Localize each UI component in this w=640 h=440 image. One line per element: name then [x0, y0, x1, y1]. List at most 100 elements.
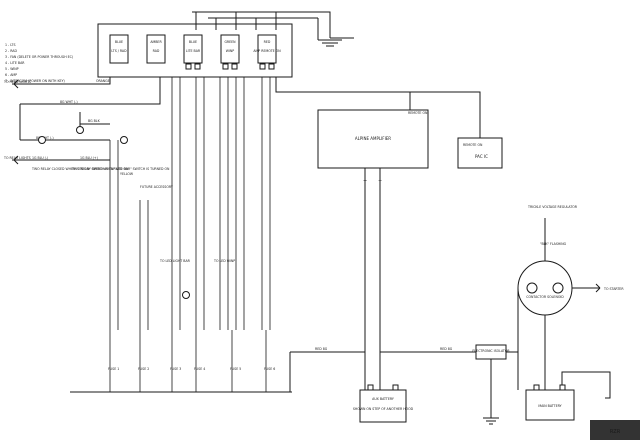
amplifier-body — [317, 109, 429, 169]
aux-battery-label: AUX BATTERY — [372, 397, 394, 401]
blk-flashing-label: "BLK" FLASHING — [540, 242, 567, 246]
arrow-right-icon — [595, 283, 601, 293]
pdc-remote-wire — [410, 91, 481, 138]
remote-on-label: REMOTE ON — [408, 111, 428, 115]
head-light-circuit: TO HEAD LIGHTS ORANGE — [3, 77, 111, 89]
remote-wire — [275, 77, 411, 110]
branch-fuse-2 — [139, 200, 149, 330]
branch-fuse-1 — [109, 140, 119, 330]
pdc-body — [457, 137, 503, 169]
arrow-left-icon — [13, 155, 19, 165]
future-accessory-label: FUTURE ACCESSORY — [140, 185, 173, 189]
fuse-bus: FUSE 1 FUSE 2 FUSE 3 FUSE 4 FUSE 5 FUSE … — [70, 330, 292, 393]
branch-wires: YELLOW FUTURE ACCESSORY TO LED LIGHT BAR… — [109, 77, 271, 330]
fuse-4-label: FUSE 4 — [194, 367, 205, 371]
trickle-regulator-label: TRICKLE VOLTAGE REGULATOR — [527, 205, 578, 209]
contactor-terminal-icon — [552, 282, 564, 294]
red-8g-label: RED 8G — [315, 347, 328, 351]
contactor-terminal-icon — [526, 282, 538, 294]
switch-title: AMBER — [150, 40, 162, 44]
switch-blue-lite-bar[interactable]: BLUE LITE BAR — [183, 34, 203, 70]
fuse-5-label: FUSE 5 — [230, 367, 241, 371]
fuse-1-label: FUSE 1 — [108, 367, 119, 371]
legend-item-2: 2 - RAD — [5, 49, 17, 53]
logo-badge — [590, 420, 640, 440]
switch-subtitle: LITE BAR — [186, 49, 201, 53]
relay-network: 8G WHT (-) BG BLK 8G WHT (-) — [19, 77, 161, 144]
amp-plus-label: + — [363, 178, 367, 184]
arrow-left-icon — [13, 79, 19, 89]
rzr-logo: RZR — [590, 420, 640, 440]
ground-symbol-icon — [483, 417, 499, 425]
legend-item-3: 3 - FAN (DELETE OR POWER THROUGH EC) — [5, 55, 73, 59]
fuse-drops — [109, 330, 267, 392]
pdc-label: PAC IC — [475, 154, 488, 159]
to-rear-lights-label: TO REAR LIGHTS — [3, 156, 31, 160]
branch-fuse-5 — [219, 77, 245, 330]
main-battery: MAIN BATTERY — [525, 371, 611, 421]
fuse-3-label: FUSE 3 — [170, 367, 181, 371]
branch-fuse-6 — [261, 77, 271, 330]
wht-wire-label: 8G WHT (-) — [60, 100, 78, 104]
contactor-label: CONTACTOR SOLENOID — [526, 295, 564, 299]
to-head-lights-label: TO HEAD LIGHTS — [3, 80, 31, 84]
aux-terminal-icon — [392, 384, 399, 391]
fuse-2-label: FUSE 2 — [138, 367, 149, 371]
legend-item-4: 4 - LITE BAR — [5, 61, 25, 65]
switch-subtitle: WINP — [226, 49, 234, 53]
aux-battery-note: SHOWN ON STEP OF ANOTHER HOOD — [353, 407, 414, 411]
pdc-module: REMOTE ON PAC IC — [410, 91, 503, 169]
switch-title: GREEN — [224, 40, 236, 44]
switch-subtitle: LTS / RAD — [111, 49, 127, 53]
legend-item-6: 6 - AMP — [5, 73, 17, 77]
top-ground-bus — [192, 11, 331, 38]
switch-legend: 1 - LTS 2 - RAD 3 - FAN (DELETE OR POWER… — [5, 43, 73, 83]
lite-bar-label: TO LED LIGHT BAR — [159, 259, 191, 263]
switch-green[interactable]: GREEN WINP — [220, 34, 240, 70]
main-terminal-icon — [533, 384, 540, 391]
legend-item-5: 5 - WINP — [5, 67, 19, 71]
yellow-wire-label: YELLOW — [120, 172, 134, 176]
contactor-solenoid: TRICKLE VOLTAGE REGULATOR "BLK" FLASHING… — [517, 205, 624, 390]
contactor-body — [517, 260, 573, 316]
isolator-label: ELECTRONIC ISOLATOR — [472, 349, 510, 353]
amp-minus-label: − — [378, 178, 382, 184]
blk-wire-label: BG BLK — [88, 119, 101, 123]
head-light-wire — [12, 77, 111, 85]
switch-panel-frame — [97, 23, 293, 78]
switch-body — [220, 34, 240, 64]
switch-title: BLUE — [115, 40, 123, 44]
switch-feed-lines — [195, 12, 277, 30]
top-ground-symbol — [318, 39, 342, 47]
switch-body — [146, 34, 166, 64]
winch-label: TO LED WINP — [213, 259, 235, 263]
relay-2-note: TWO RELAY OPENS WHEN "LITE BAR" SWITCH I… — [71, 167, 170, 171]
main-battery-label: MAIN BATTERY — [538, 404, 561, 408]
switch-title: BLUE — [189, 40, 197, 44]
switch-subtitle: RAD — [153, 49, 160, 53]
switch-blue[interactable]: BLUE LTS / RAD — [109, 34, 129, 64]
lite-bar-connector-icon — [182, 291, 190, 299]
main-terminal-icon — [559, 384, 566, 391]
logo-text: RZR — [610, 429, 621, 435]
switch-body — [183, 34, 203, 64]
red-8g-2-label: RED 8G — [440, 347, 453, 351]
ground-lead — [317, 18, 354, 40]
alpine-amplifier: ALPINE AMPLIFIER REMOTE ON + − — [275, 77, 429, 390]
switch-subtitle: AMP REMOTE ON — [253, 49, 281, 53]
electronic-isolator: ELECTRONIC ISOLATOR RED 8G — [380, 344, 518, 425]
main-ground-wire — [561, 371, 611, 399]
rear-light-circuit: TO REAR LIGHTS 1G BLU (-) 1G BLU (+) TWO… — [3, 155, 170, 171]
relay-feed-wire — [20, 77, 161, 105]
amp-power-wires — [364, 168, 381, 390]
switch-red[interactable]: RED AMP REMOTE ON — [253, 34, 281, 70]
relay-connector-icon — [38, 136, 46, 144]
switch-amber[interactable]: AMBER RAD — [146, 34, 166, 64]
switch-body — [109, 34, 129, 64]
fuse-6-label: FUSE 6 — [264, 367, 275, 371]
aux-battery-body — [359, 389, 407, 423]
aux-terminal-icon — [367, 384, 374, 391]
legend-item-1: 1 - LTS — [5, 43, 16, 47]
